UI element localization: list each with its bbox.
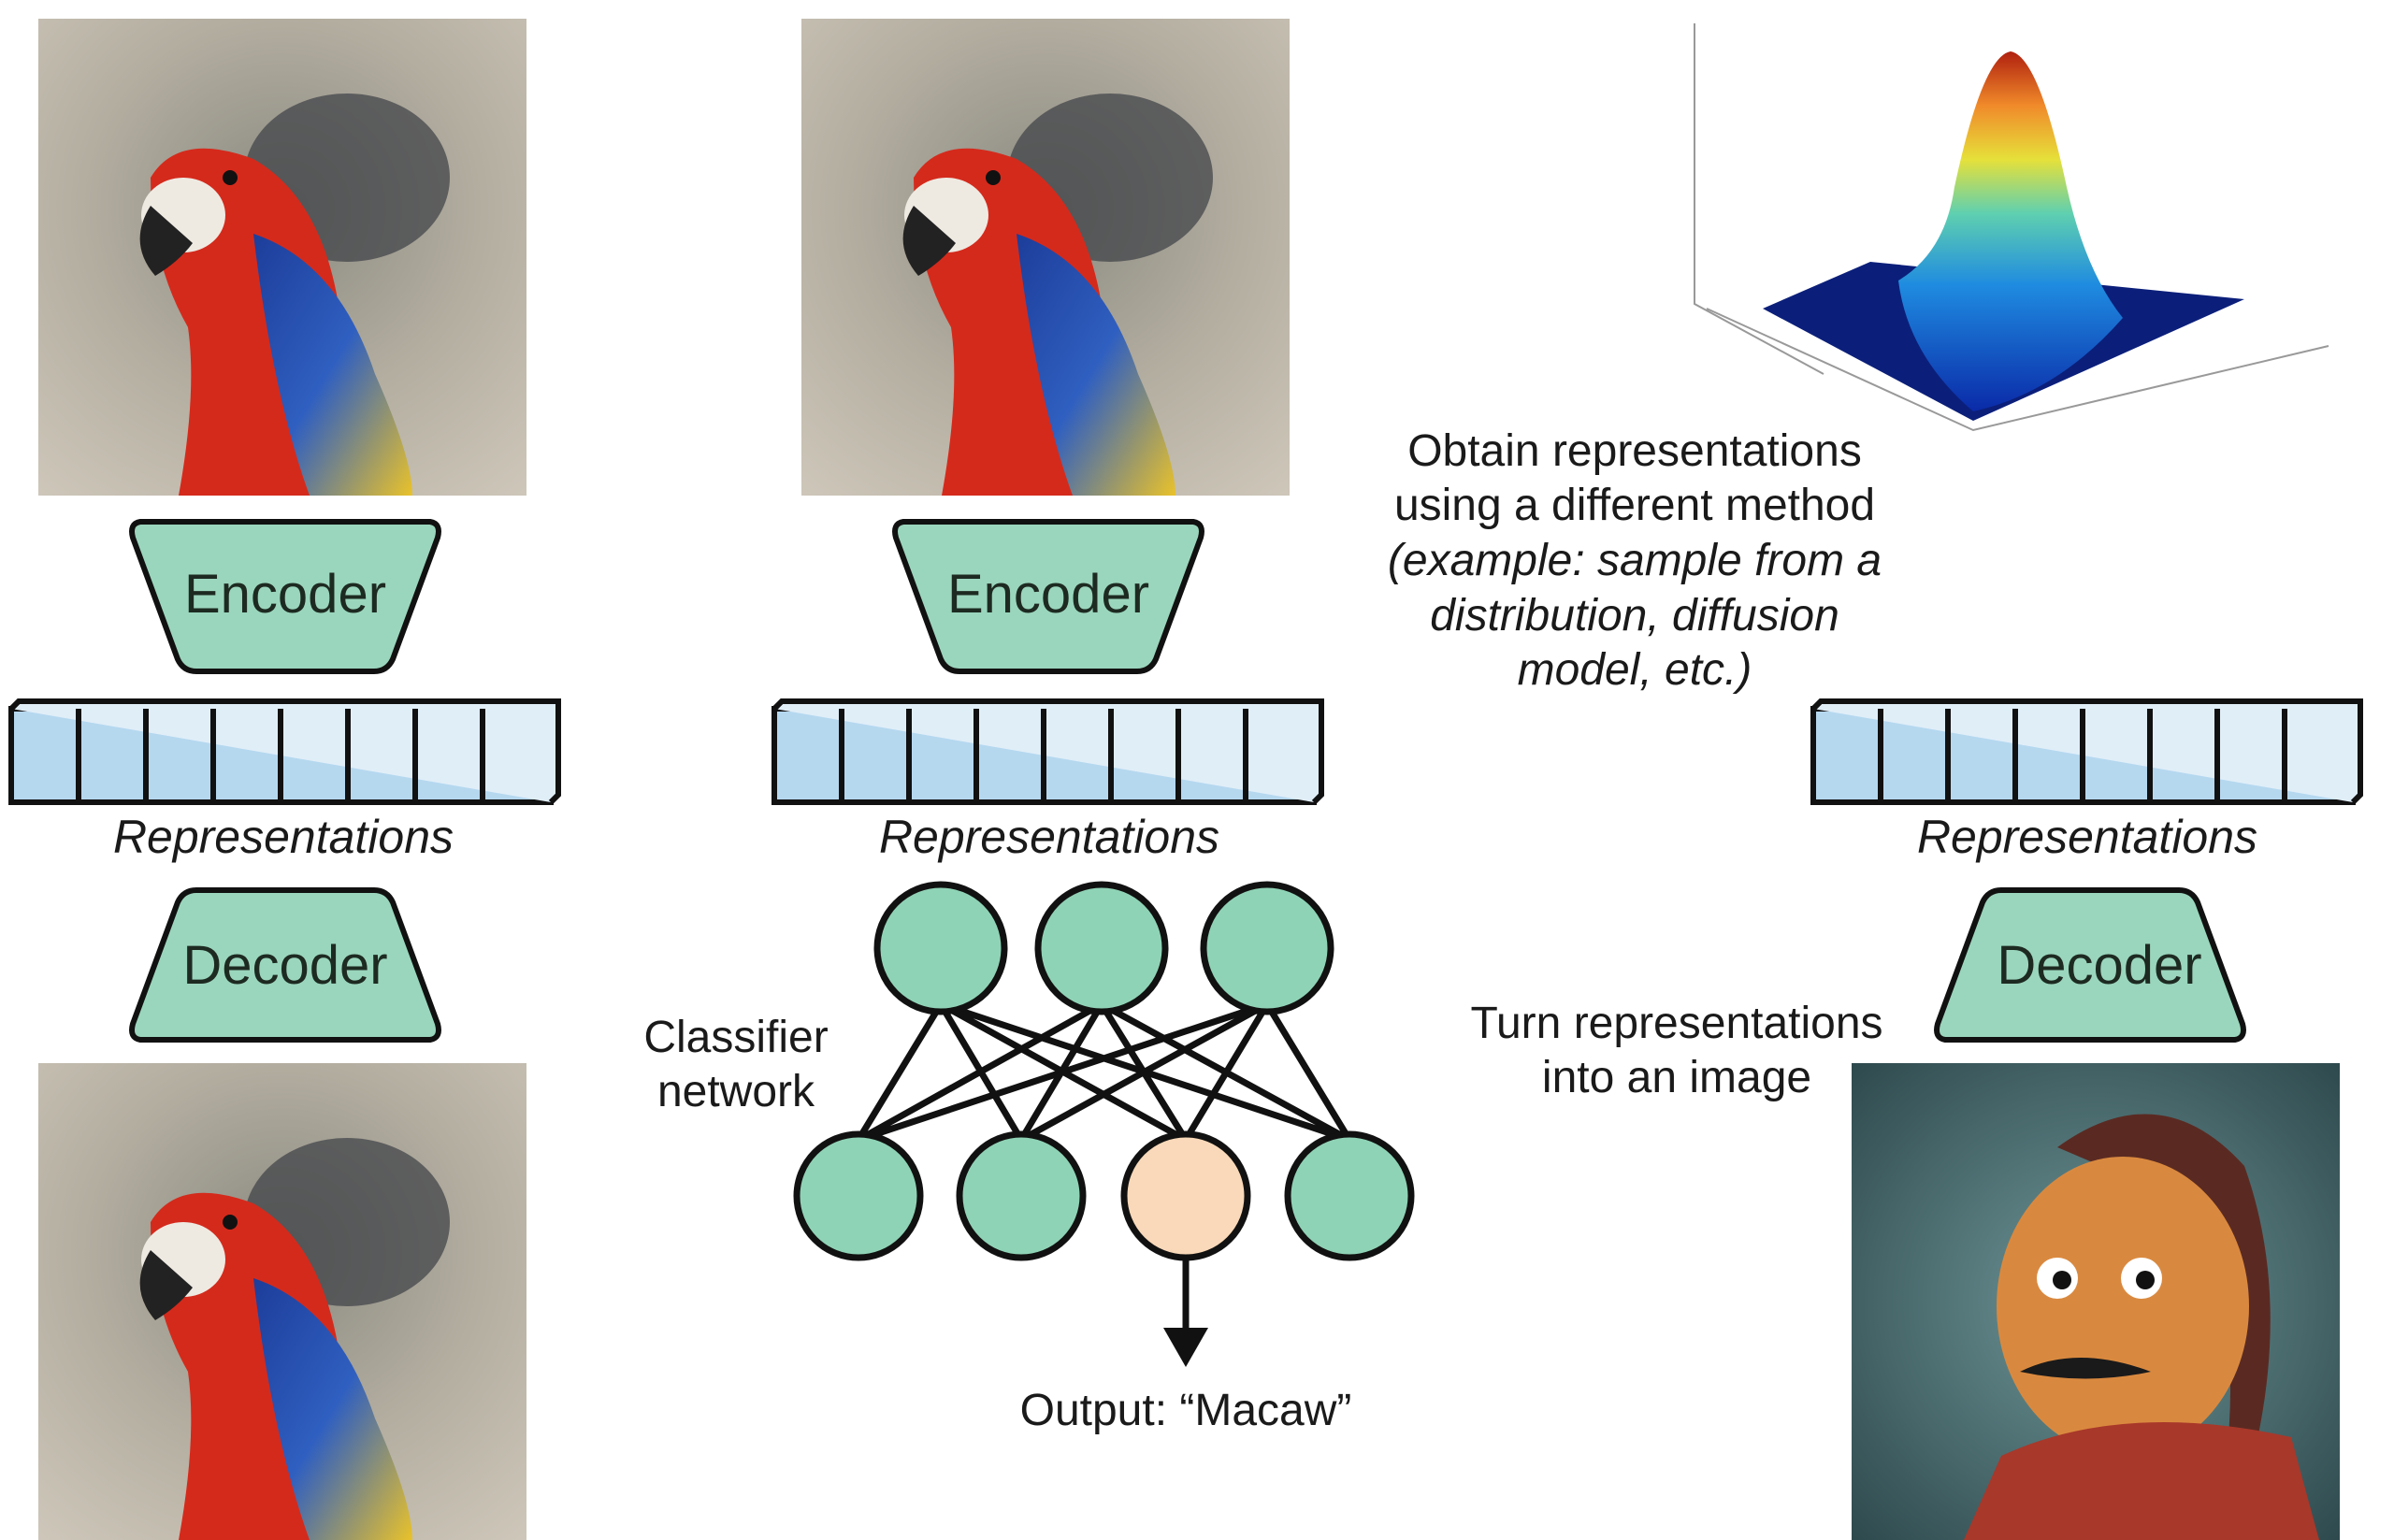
representation-vector — [1813, 701, 2360, 802]
representations-label: Representations — [113, 811, 454, 863]
hidden-node — [1200, 881, 1334, 1015]
decoder-block — [1934, 887, 2246, 1043]
obtain-example: model, etc.) — [1518, 645, 1752, 695]
gaussian-surface-plot — [1694, 23, 2329, 432]
input-parrot-image — [801, 19, 1290, 496]
output-label: Output: “Macaw” — [1020, 1386, 1352, 1435]
hidden-node — [1034, 881, 1169, 1015]
network-connections — [856, 1000, 1352, 1144]
obtain-text: using a different method — [1394, 481, 1875, 530]
reconstructed-parrot-image — [38, 1063, 526, 1540]
generation-column: Obtain representations using a different… — [1388, 23, 2360, 1540]
arrow-down-icon — [1163, 1328, 1208, 1367]
turn-text: Turn representations — [1470, 999, 1882, 1048]
decoder-label: Decoder — [182, 935, 387, 996]
representations-label: Representations — [879, 811, 1219, 863]
output-node — [956, 1130, 1087, 1261]
autoencoder-column: Encoder Representations Decoder — [11, 19, 558, 1540]
output-node — [793, 1130, 924, 1261]
obtain-example: (example: sample from a — [1388, 536, 1882, 585]
encoder-block — [892, 519, 1204, 674]
output-node — [1284, 1130, 1415, 1261]
obtain-example: distribution, diffusion — [1430, 591, 1839, 640]
classifier-column: Encoder Representations Classifier netwo… — [643, 19, 1415, 1435]
encoder-label: Encoder — [184, 564, 386, 625]
classifier-network — [793, 881, 1415, 1367]
obtain-text: Obtain representations — [1407, 426, 1862, 476]
representation-vector — [774, 701, 1321, 802]
classifier-label: network — [657, 1067, 815, 1116]
representation-vector — [11, 701, 558, 802]
encoder-block — [129, 519, 441, 674]
output-node-selected — [1120, 1130, 1251, 1261]
representations-label: Representations — [1917, 811, 2257, 863]
turn-text: into an image — [1542, 1053, 1811, 1102]
hidden-node — [873, 881, 1008, 1015]
surface-peak — [1898, 51, 2123, 411]
decoder-block — [129, 887, 441, 1043]
encoder-label: Encoder — [947, 564, 1149, 625]
classifier-label: Classifier — [643, 1013, 828, 1062]
decoder-label: Decoder — [1997, 935, 2201, 996]
generated-portrait-image — [1852, 1063, 2340, 1540]
input-parrot-image — [38, 19, 526, 496]
